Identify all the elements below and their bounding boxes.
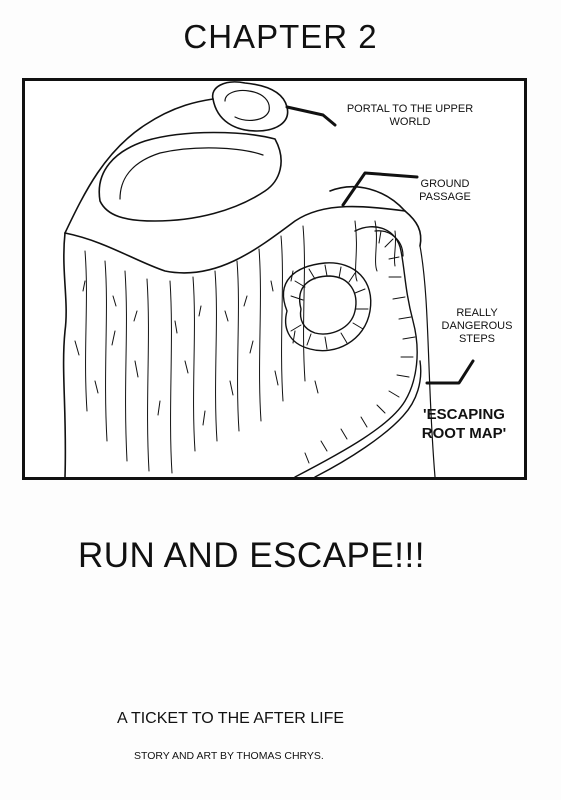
label-escaping-root-map: 'ESCAPING ROOT MAP' xyxy=(409,405,519,443)
label-map-line1: 'ESCAPING xyxy=(423,406,505,423)
stump-opening xyxy=(98,131,282,222)
label-ground-passage: GROUND PASSAGE xyxy=(405,178,485,204)
steps-leader xyxy=(425,359,475,385)
label-portal-line1: PORTAL TO THE UPPER xyxy=(346,103,474,115)
book-title: A TICKET TO THE AFTER LIFE xyxy=(117,710,345,727)
label-portal-line2: WORLD xyxy=(389,116,431,128)
label-ground-line2: PASSAGE xyxy=(419,191,471,203)
label-steps-line1: REALLY xyxy=(456,307,498,319)
label-portal: PORTAL TO THE UPPER WORLD xyxy=(335,103,485,129)
ground-leader xyxy=(341,171,419,207)
illustration-panel: PORTAL TO THE UPPER WORLD GROUND PASSAGE… xyxy=(22,78,527,480)
label-ground-line1: GROUND xyxy=(420,178,470,190)
portal-knob xyxy=(211,81,289,132)
headline: RUN AND ESCAPE!!! xyxy=(78,536,425,575)
root-coil xyxy=(282,262,372,352)
credit-line: STORY AND ART BY THOMAS CHRYS. xyxy=(134,750,324,762)
label-steps-line3: STEPS xyxy=(458,333,496,345)
root-stripes xyxy=(290,230,416,464)
tree-stump-drawing xyxy=(62,81,475,477)
portal-leader xyxy=(285,105,337,127)
label-dangerous-steps: REALLY DANGEROUS STEPS xyxy=(437,307,517,346)
stump-outline xyxy=(62,232,67,477)
bark-lines xyxy=(74,220,397,474)
label-map-line2: ROOT MAP' xyxy=(421,425,507,442)
label-steps-line2: DANGEROUS xyxy=(441,320,513,332)
chapter-title: CHAPTER 2 xyxy=(183,18,378,55)
